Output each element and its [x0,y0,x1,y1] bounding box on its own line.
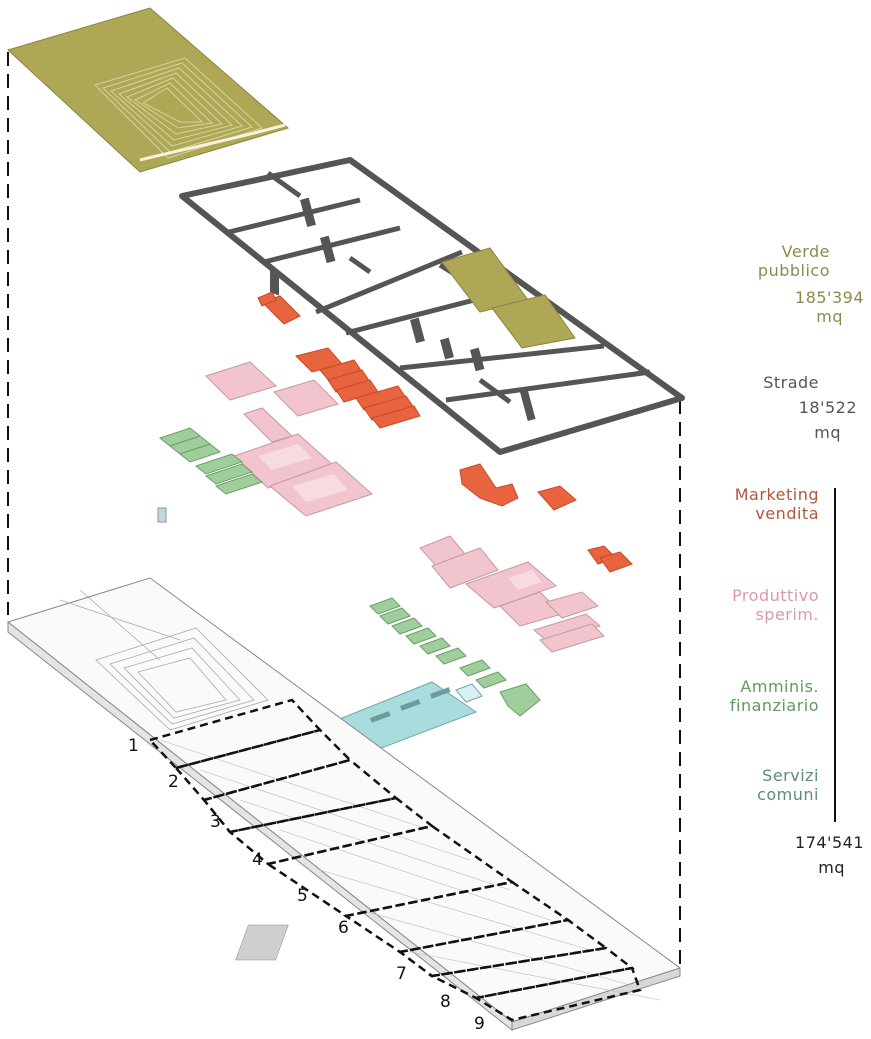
section-number: 4 [252,850,263,870]
legend-verde-unit: mq [816,307,843,326]
section-number: 9 [474,1014,485,1034]
section-number: 8 [440,992,451,1012]
section-number: 2 [168,772,179,792]
legend-amministrativo-line1: Amminis. [740,677,819,696]
legend-servizi-line1: Servizi [762,766,819,785]
legend-servizi-line2: comuni [757,785,819,804]
legend-amministrativo-line2: finanziario [729,696,819,715]
legend-strade-label: Strade [763,373,819,392]
servizi-buildings [157,507,483,751]
section-outlines [147,698,642,1022]
legend-marketing-line2: vendita [755,504,819,523]
section-number: 5 [297,886,308,906]
legend-strade-unit: mq [814,423,841,442]
legend-strade-value: 18'522 [798,398,857,417]
section-number: 7 [396,964,407,984]
legend-produttivo-line1: Produttivo [732,586,819,605]
section-number: 3 [210,812,221,832]
legend-total-value: 174'541 [795,833,864,852]
section-number: 1 [128,736,139,756]
legend-total-unit: mq [818,858,845,877]
section-number: 6 [338,918,349,938]
amministrativo-buildings [158,427,541,717]
legend-verde-line1: Verde [781,242,830,261]
vertical-guide-lines [7,52,681,968]
layer-strade [179,157,685,455]
layer-base-plan [6,577,682,1032]
layer-verde-pubblico [7,7,290,173]
marketing-buildings [257,291,633,573]
legend-marketing-line1: Marketing [734,485,819,504]
layer-edifici [157,291,633,751]
legend-produttivo-line2: sperim. [755,605,819,624]
legend-verde-line2: pubblico [757,261,830,280]
legend-verde-value: 185'394 [795,288,864,307]
